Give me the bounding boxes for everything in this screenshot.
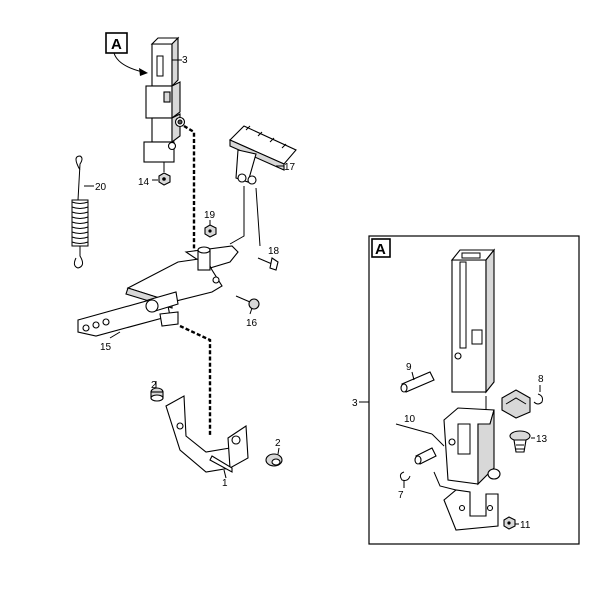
part-2-bushing-left	[150, 387, 164, 402]
label-20: 20	[95, 182, 107, 193]
part-17-pedal	[229, 125, 297, 185]
detail-a-box: A	[368, 235, 580, 545]
link-rod-lower	[179, 324, 212, 436]
callout-a: A	[105, 32, 148, 76]
label-3: 3	[182, 55, 188, 66]
part-18-bolt	[257, 257, 279, 271]
label-10: 10	[404, 414, 416, 425]
label-2-right: 2	[275, 438, 281, 449]
link-rod-upper	[183, 124, 202, 263]
label-13: 13	[536, 434, 548, 445]
label-18: 18	[268, 246, 280, 257]
label-16: 16	[246, 318, 258, 329]
part-14-nut	[152, 172, 171, 186]
part-2-bushing-right	[265, 453, 283, 467]
label-1: 1	[222, 478, 228, 489]
part-3-tube-assembly	[143, 36, 186, 172]
part-15-frame	[77, 245, 239, 339]
part-19-nut	[204, 224, 217, 238]
arrow-icon	[139, 68, 148, 76]
label-11: 11	[520, 520, 531, 531]
label-2-left: 2	[151, 380, 157, 391]
detail-letter: A	[375, 241, 386, 258]
part-16-bolt	[235, 295, 260, 310]
callout-letter: A	[111, 36, 122, 53]
label-leaders	[155, 220, 541, 525]
part-20-spring	[71, 155, 94, 269]
label-17: 17	[284, 162, 296, 173]
label-8: 8	[538, 374, 544, 385]
label-3-detail: 3	[352, 398, 358, 409]
label-19: 19	[204, 210, 216, 221]
part-1-bracket	[165, 395, 249, 479]
pedal-link-line	[229, 186, 261, 247]
label-9: 9	[406, 362, 412, 373]
label-15: 15	[100, 342, 112, 353]
label-7: 7	[398, 490, 404, 501]
label-14: 14	[138, 177, 150, 188]
